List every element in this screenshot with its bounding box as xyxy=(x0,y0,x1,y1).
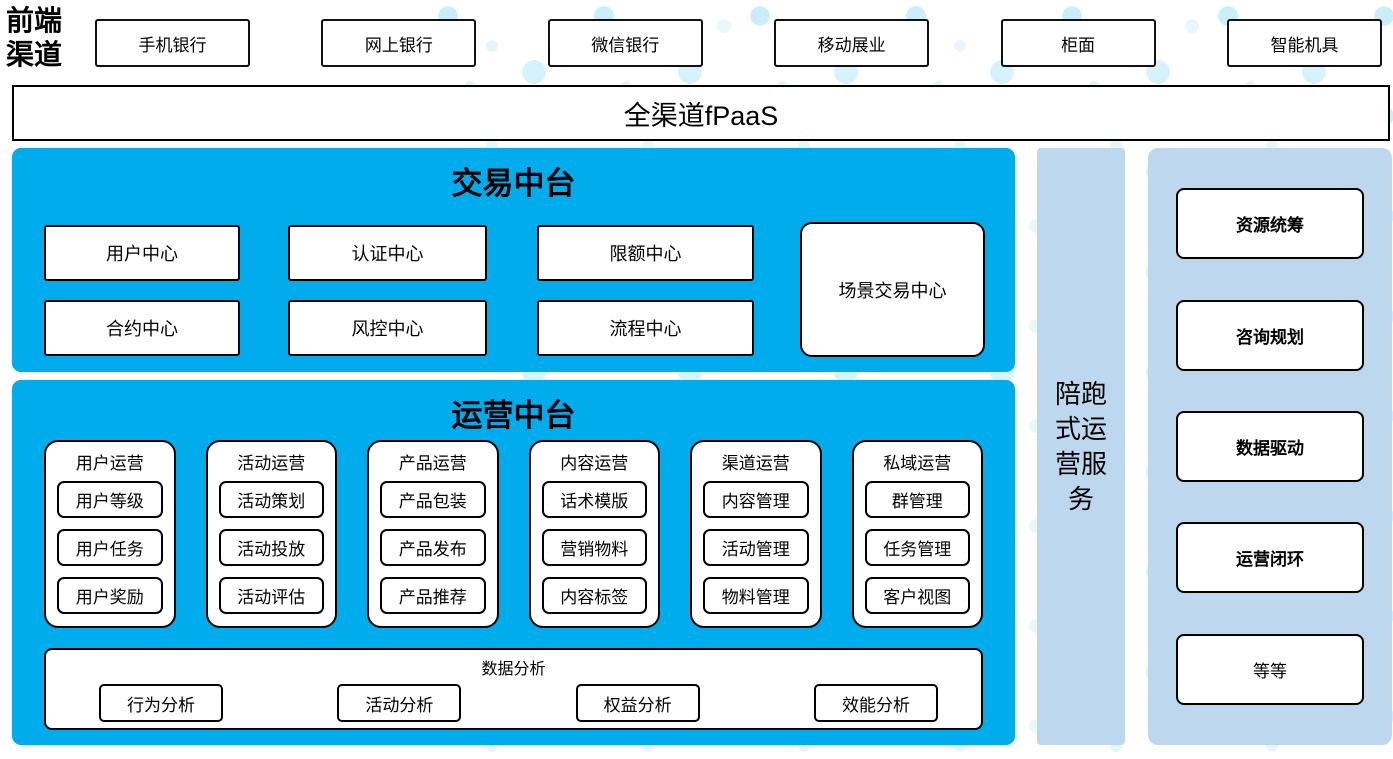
right-panel-box-resource: 资源统筹 xyxy=(1176,188,1364,260)
front-channels-row: 手机银行 网上银行 微信银行 移动展业 柜面 智能机具 xyxy=(95,19,1382,67)
data-analysis-panel: 数据分析 行为分析 活动分析 权益分析 效能分析 xyxy=(44,648,983,730)
ops-column-private-domain: 私域运营 群管理 任务管理 客户视图 xyxy=(851,440,983,628)
ops-item-box: 产品包装 xyxy=(380,481,486,518)
center-box-auth: 认证中心 xyxy=(288,225,487,281)
right-panel-box-consulting: 咨询规划 xyxy=(1176,299,1364,371)
center-box-risk: 风控中心 xyxy=(288,300,487,356)
ops-item-box: 活动策划 xyxy=(218,481,324,518)
ops-item-box: 营销物料 xyxy=(541,529,647,566)
ops-item-box: 用户任务 xyxy=(57,529,163,566)
ops-item-box: 内容标签 xyxy=(541,577,647,614)
channel-box-smart-devices: 智能机具 xyxy=(1226,19,1382,67)
front-channels-label: 前端渠道 xyxy=(6,4,63,71)
ops-item-box: 产品推荐 xyxy=(380,577,486,614)
channel-box-counter: 柜面 xyxy=(1000,19,1156,67)
channel-box-online-banking: 网上银行 xyxy=(321,19,477,67)
right-panel-box-data-driven: 数据驱动 xyxy=(1176,410,1364,482)
ops-column-title: 内容运营 xyxy=(560,454,629,473)
ops-columns-row: 用户运营 用户等级 用户任务 用户奖励 活动运营 活动策划 活动投放 活动评估 … xyxy=(44,440,983,628)
ops-column-product: 产品运营 产品包装 产品发布 产品推荐 xyxy=(367,440,499,628)
ops-item-box: 群管理 xyxy=(864,481,970,518)
analysis-box-rights: 权益分析 xyxy=(575,684,700,722)
ops-item-box: 活动投放 xyxy=(218,529,324,566)
center-box-process: 流程中心 xyxy=(537,300,754,356)
ops-item-box: 活动评估 xyxy=(218,577,324,614)
channel-box-mobile-sales: 移动展业 xyxy=(774,19,930,67)
ops-column-content: 内容运营 话术模版 营销物料 内容标签 xyxy=(528,440,660,628)
center-box-contract: 合约中心 xyxy=(44,300,240,356)
ops-platform-section: 运营中台 用户运营 用户等级 用户任务 用户奖励 活动运营 活动策划 活动投放 … xyxy=(12,380,1015,745)
ops-item-box: 产品发布 xyxy=(380,529,486,566)
side-strip-label: 陪跑式运营服务 xyxy=(1054,378,1107,514)
ops-column-user: 用户运营 用户等级 用户任务 用户奖励 xyxy=(44,440,176,628)
trade-platform-section: 交易中台 用户中心 认证中心 限额中心 合约中心 风控中心 流程中心 场景交易中… xyxy=(12,148,1015,372)
right-panel: 资源统筹 咨询规划 数据驱动 运营闭环 等等 xyxy=(1148,148,1392,745)
ops-column-title: 渠道运营 xyxy=(721,454,790,473)
ops-column-items: 活动策划 活动投放 活动评估 xyxy=(218,481,324,618)
ops-item-box: 话术模版 xyxy=(541,481,647,518)
channel-box-wechat-banking: 微信银行 xyxy=(547,19,703,67)
ops-column-items: 内容管理 活动管理 物料管理 xyxy=(703,481,809,618)
ops-item-box: 客户视图 xyxy=(864,577,970,614)
fpaas-bar: 全渠道fPaaS xyxy=(12,85,1390,141)
center-box-user: 用户中心 xyxy=(44,225,240,281)
analysis-box-activity: 活动分析 xyxy=(337,684,462,722)
ops-column-items: 产品包装 产品发布 产品推荐 xyxy=(380,481,486,618)
ops-column-title: 活动运营 xyxy=(237,454,306,473)
ops-column-title: 用户运营 xyxy=(75,454,144,473)
analysis-box-behavior: 行为分析 xyxy=(99,684,223,722)
right-panel-box-etc: 等等 xyxy=(1176,633,1364,705)
center-box-limit: 限额中心 xyxy=(537,225,754,281)
ops-item-box: 活动管理 xyxy=(703,529,809,566)
ops-item-box: 物料管理 xyxy=(703,577,809,614)
side-strip-accompanying-ops-service: 陪跑式运营服务 xyxy=(1037,148,1125,745)
ops-column-items: 用户等级 用户任务 用户奖励 xyxy=(57,481,163,618)
data-analysis-title: 数据分析 xyxy=(481,661,546,678)
trade-platform-title: 交易中台 xyxy=(451,166,576,201)
scene-transaction-center-box: 场景交易中心 xyxy=(800,222,985,357)
ops-column-activity: 活动运营 活动策划 活动投放 活动评估 xyxy=(205,440,337,628)
analysis-box-efficiency: 效能分析 xyxy=(813,684,938,722)
ops-item-box: 任务管理 xyxy=(864,529,970,566)
data-analysis-items: 行为分析 活动分析 权益分析 效能分析 xyxy=(46,679,981,722)
ops-column-items: 群管理 任务管理 客户视图 xyxy=(864,481,970,618)
ops-column-channel: 渠道运营 内容管理 活动管理 物料管理 xyxy=(690,440,822,628)
ops-column-items: 话术模版 营销物料 内容标签 xyxy=(541,481,647,618)
channel-box-mobile-banking: 手机银行 xyxy=(95,19,250,67)
ops-column-title: 私域运营 xyxy=(883,454,952,473)
ops-platform-title: 运营中台 xyxy=(451,398,576,433)
right-panel-box-closed-loop: 运营闭环 xyxy=(1176,522,1364,594)
ops-item-box: 用户奖励 xyxy=(57,577,163,614)
ops-item-box: 用户等级 xyxy=(57,481,163,518)
ops-column-title: 产品运营 xyxy=(398,454,467,473)
fpaas-label: 全渠道fPaaS xyxy=(623,100,779,131)
ops-item-box: 内容管理 xyxy=(703,481,809,518)
